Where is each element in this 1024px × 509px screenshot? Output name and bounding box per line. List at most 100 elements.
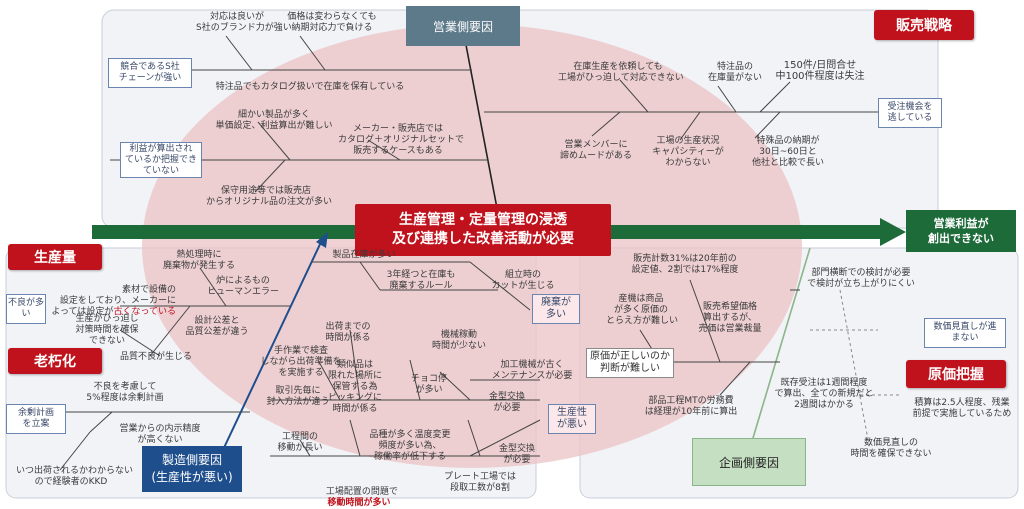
note-similar-items: 類似品は 限れた場所に 保管する為 ピッキングに 時間が係る [327,360,382,414]
label-production-volume: 生産量 [8,244,102,270]
note-mold-change2: 金型交換 が必要 [498,444,535,465]
note-defect-rate: 不良を考慮して 5%程度は余剰計画 [86,382,164,403]
box-surplus-plan: 余剰計画 を立案 [6,404,66,434]
note-review-time: 数価見直しの 時間を確保できない [850,438,932,459]
box-profit-calc: 利益が算出され ているか把握でき ていない [120,142,202,178]
bone [257,121,291,161]
note-layout-issue: 工場配置の問題で移動時間が多い [316,476,402,509]
bone [299,35,326,71]
sales-head: 営業側要因 [406,6,520,46]
bone [439,371,471,401]
note-design-tolerance: 設計公差と 品質公差が違う [185,316,249,337]
note-maker-set: メーカー・販売店では カタログ＋オリジナルセットで 販売するケースもある [338,124,465,156]
bone [317,359,341,401]
note-layout-issue-red: 移動時間が多い [327,498,391,508]
note-lot-large: 組立時の カットが生じる [491,270,555,291]
bone [469,261,531,311]
note-capacity-unknown: 工場の生産状況 キャパシティーが わからない [652,136,724,168]
manufacturing-main-bone [221,239,323,453]
bone [299,439,311,457]
note-process-move: 工程間の 移動が長い [277,432,323,453]
note-wait-transport: 取引先毎に 封入方法が違う [266,386,330,407]
box-productivity-bad: 生産性 が悪い [548,404,596,434]
note-price-history: 販売計数31%は20年前の 設定値、2割では17%程度 [631,254,739,275]
spine-arrow-head [880,218,906,246]
box-defects: 不良が多 い [6,294,46,324]
note-maintenance-old: 加工機械が古く メンテナンスが必要 [491,360,573,381]
note-estimate: 積算は2.5人程度、残業 前提で実施しているため [912,398,1012,419]
bone [349,419,361,457]
box-price-review: 数価見直しが進 まない [924,318,1006,348]
note-time-to-ship: 出荷までの 時間が係る [325,322,371,343]
note-raw-cost: 産機は商品 が多く原価の とらえ方が難しい [606,294,679,326]
bone [225,35,253,71]
bone [679,111,701,141]
note-give-up: 営業メンバーに 諦めムードがある [559,140,632,161]
note-mold-change: 金型交換 が必要 [488,392,525,413]
label-cost-grasp: 原価把握 [906,360,1006,388]
bone [754,111,781,139]
note-product-inventory: 製品在庫が多い [332,250,396,260]
note-machine-move: 機械稼動 時間が少ない [431,330,486,351]
note-same-price: 価格は変わらなくても 納期対応力で負ける [287,12,377,33]
note-stock-request: 在庫生産を依頼しても 工場がひっ迫して対応できない [558,62,684,83]
note-catalog: 特注品でもカタログ扱いで在庫を保有している [215,82,405,92]
note-dispose-rule: 3年経つと在庫も 廃棄するルール [386,270,456,291]
note-backorder: 既存受注は1週間程度 で算出、全ての新規だと 2週間はかかる [774,378,874,410]
note-lost-orders: 150件/日問合せ 中100件程度は失注 [775,60,865,82]
bone [119,329,161,357]
mfg-arrow-head [316,232,328,248]
note-quality-unstable: 品質不良が生じる [119,352,192,362]
note-quality-fluct: 品種が多く温度変更 頻度が多い為、 稼働率が低下する [369,430,451,462]
bone [349,329,361,401]
bone [619,79,649,113]
note-long-lead: 特殊品の納期が 30日~60日と 他社と比較で長い [751,136,824,168]
note-hard-calc: 細かい製品が多く 単価設定、利益算出が難しい [215,110,333,131]
bone [467,419,481,457]
bone [199,267,227,307]
bone [367,139,401,161]
planning-main-bone [749,247,811,449]
box-competitor: 競合であるS社 チェーンが強い [108,58,192,88]
note-s-brand: 対応は良いが S社のブランド力が強い [196,12,292,33]
note-layout-issue-text: 工場配置の問題で [325,487,398,497]
label-aging: 老朽化 [8,348,102,374]
note-material-setting: 素材で設備の 設定をしており、メーカーに よっては設定が古くなっている [36,274,176,318]
note-insufficient: 営業からの内示精度 が高くない [119,424,201,445]
note-mt-hours: 部品工程MTの労務費 は経理が10年前に算出 [644,396,738,417]
note-horizontal: 部門横断での検討が必要 で検討が立ち上がりにくい [807,268,915,289]
bone [359,261,381,291]
bone [591,111,621,137]
note-few-stock: 特注品の 在庫量がない [707,62,762,83]
note-chokotei: チョコ停 が多い [410,374,447,395]
note-maintenance: 保守用途等では販売店 からオリジナル品の注文が多い [206,186,333,207]
bone [59,431,91,471]
box-waste-many: 廃棄が 多い [532,294,580,324]
bone [254,159,286,193]
note-material-setting-red: 古くなっている [113,307,176,317]
note-material-setting-text: 素材で設備の 設定をしており、メーカーに よっては設定が [51,285,176,317]
bone [717,85,737,113]
box-cost-correct: 原価が正しいのか 判断が難しい [586,348,674,378]
planning-head: 企画側要因 [692,438,806,486]
note-furnace-error: 炉によるもの ヒューマンエラー [206,276,279,297]
manufacturing-head: 製造側要因 (生産性が悪い) [142,446,242,492]
bone [409,359,421,401]
bone [89,411,113,433]
bone [469,419,541,457]
result-box: 営業利益が 創出できない [906,210,1016,252]
note-plate-process: プレート工場では 段取工数が8割 [443,472,516,493]
bone [719,361,751,396]
note-heat-treat: 熱処理時に 廃棄物が発生する [162,250,235,271]
note-kkd: いつ出荷されるかわからない ので経験者のKKD [16,466,134,487]
note-pressure-time: 生産がひっ迫し 対策時間を確保 できない [75,314,139,346]
sales-main-bone [465,44,501,225]
bone [759,81,791,113]
note-sales-price: 販売希望価格 算出するが、 売価は営業裁量 [698,302,762,334]
label-sales-strategy: 販売戦略 [874,10,974,40]
bone [689,279,721,363]
note-manual-check: 手作業で検査 しながら出荷準備を を実施する [260,346,342,378]
bone [149,305,191,357]
box-order-miss: 受注機会を 逃している [878,98,942,128]
